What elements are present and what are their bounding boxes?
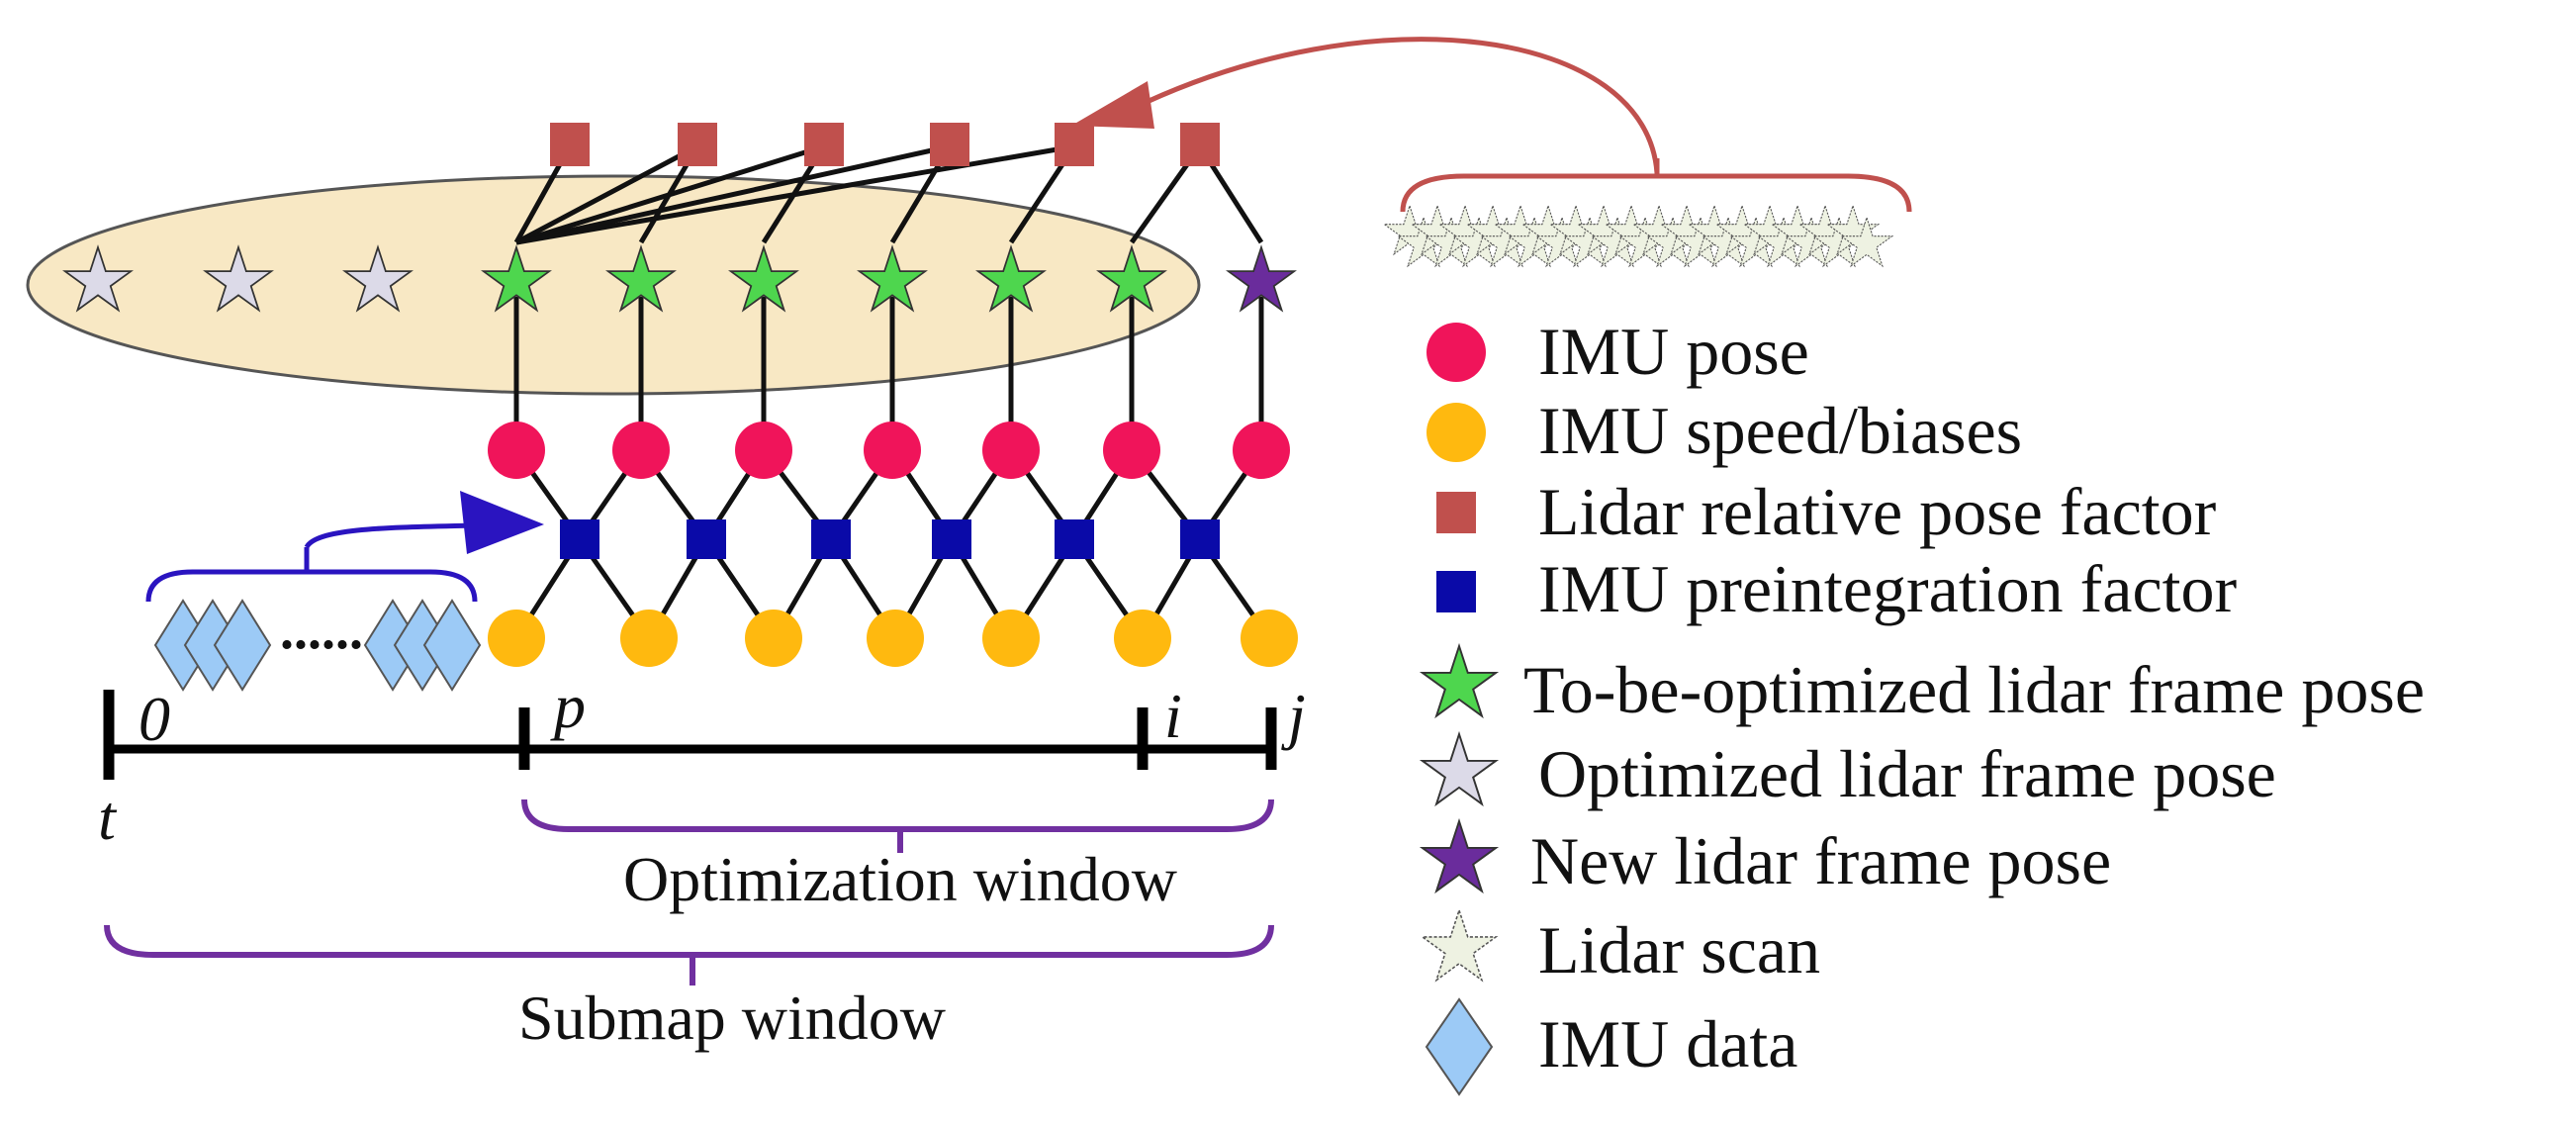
legend: IMU pose IMU speed/biases Lidar relative… [1423,314,2425,1096]
legend-item-to-be-optimized: To-be-optimized lidar frame pose [1423,646,2425,727]
optimization-window-brace [521,798,1274,853]
tick-label-p: p [550,671,586,741]
lidar-factor-square [1180,123,1220,166]
imu-data-group [153,599,482,692]
imu-pose-circle [1103,422,1160,479]
legend-item-lidar-scan: Lidar scan [1423,910,1820,987]
submap-window-label: Submap window [518,983,946,1053]
legend-item-lidar-factor: Lidar relative pose factor [1436,474,2217,549]
imu-factor-square [560,519,599,559]
imu-factor-square [687,519,726,559]
imu-factor-square [1180,519,1220,559]
blue-arrow-head [460,491,544,554]
imu-data-arrow [304,491,544,554]
time-axis-label: t [98,783,118,853]
link-line [514,143,699,245]
legend-item-optimized: Optimized lidar frame pose [1423,734,2276,811]
lidar-factor-square [930,123,969,166]
lidar-factor-square [550,123,590,166]
imu-speed-circle [1114,610,1171,667]
imu-data-diamond [422,599,482,692]
imu-speed-circle [488,610,545,667]
imu-speed-nodes [488,610,1298,667]
imu-pose-circle [735,422,792,479]
link-line [515,143,951,245]
imu-data-ellipsis: ...... [280,600,363,661]
sliding-window-ellipse [26,174,1201,396]
legend-label: IMU data [1538,1006,1797,1081]
lidar-factor-square [1055,123,1094,166]
imu-factor-square [1055,519,1094,559]
legend-label: Lidar relative pose factor [1538,474,2217,549]
legend-item-imu-speed: IMU speed/biases [1426,393,2022,468]
legend-square-icon [1436,571,1476,612]
legend-item-imu-factor: IMU preintegration factor [1436,551,2238,626]
legend-label: Optimized lidar frame pose [1538,736,2276,811]
lidar-scan-stars [1384,206,1891,266]
imu-pose-circle [864,422,921,479]
legend-label: IMU pose [1538,314,1809,389]
lidar-factor-square [804,123,844,166]
lidar-factor-square [678,123,717,166]
legend-diamond-icon [1425,997,1494,1096]
legend-item-imu-data: IMU data [1425,997,1797,1096]
lidar-factors [550,123,1220,166]
red-arrow-curve [1126,37,1660,174]
imu-speed-circle [982,610,1040,667]
legend-label: To-be-optimized lidar frame pose [1523,652,2425,727]
legend-star-icon [1423,821,1496,892]
lidar-scan-brace [1400,158,1912,213]
imu-pose-circle [488,422,545,479]
legend-star-icon [1423,646,1496,716]
imu-speed-circle [745,610,802,667]
legend-label: IMU speed/biases [1538,393,2022,468]
imu-pose-circle [1233,422,1290,479]
imu-data-diamond [213,599,272,692]
imu-pose-circle [612,422,670,479]
imu-data-brace [145,547,478,603]
optimization-window-label: Optimization window [623,844,1177,914]
imu-speed-circle [620,610,678,667]
imu-factors [560,519,1220,559]
imu-factor-square [811,519,851,559]
tick-label-0: 0 [138,684,170,754]
imu-pose-nodes [488,422,1290,479]
tick-label-j: j [1281,681,1306,751]
imu-speed-circle [1241,610,1298,667]
legend-label: IMU preintegration factor [1538,551,2238,626]
legend-star-icon [1423,734,1496,804]
legend-label: New lidar frame pose [1530,823,2111,898]
imu-factor-square [932,519,971,559]
red-arrow-head [1071,81,1154,129]
timeline-axis [103,690,1277,780]
imu-pose-circle [982,422,1040,479]
legend-square-icon [1436,492,1476,533]
tick-label-i: i [1164,681,1182,751]
legend-item-new-frame: New lidar frame pose [1423,821,2111,898]
submap-window-brace [104,924,1274,986]
legend-circle-icon [1426,403,1486,462]
blue-arrow-curve [304,522,476,549]
legend-label: Lidar scan [1538,912,1820,987]
legend-star-icon [1423,910,1496,981]
lidar-scan-arrow [1071,37,1660,174]
imu-speed-circle [867,610,924,667]
legend-circle-icon [1426,323,1486,382]
legend-item-imu-pose: IMU pose [1426,314,1809,389]
